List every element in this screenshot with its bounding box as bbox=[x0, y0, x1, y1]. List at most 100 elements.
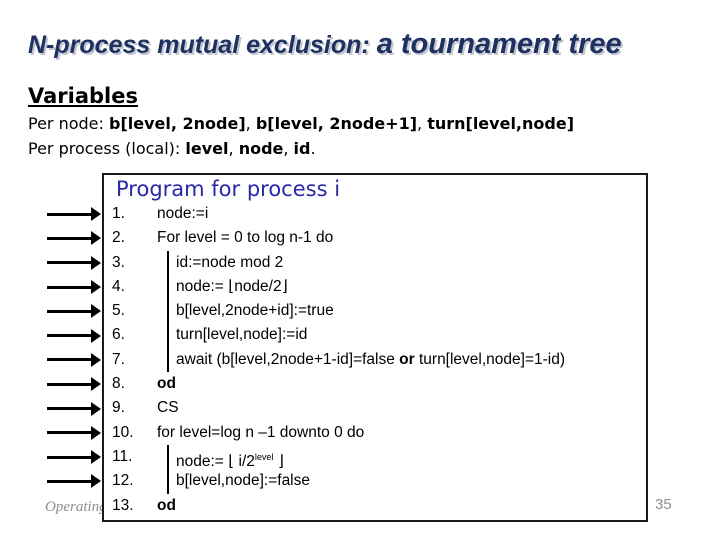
text-segment: ⌋ bbox=[273, 453, 284, 471]
arrow-head bbox=[91, 304, 101, 319]
text-segment: id bbox=[293, 139, 311, 158]
line-arrow-icon bbox=[47, 450, 101, 465]
code-line: 12. b[level,node]:=false bbox=[112, 469, 646, 494]
per-node-line: Per node: b[level, 2node], b[level, 2nod… bbox=[28, 114, 574, 133]
slide-title: N-process mutual exclusion: a tournament… bbox=[28, 24, 622, 61]
code-line: 13.od bbox=[112, 494, 646, 518]
code-line: 9. CS bbox=[112, 396, 646, 420]
text-segment: turn[level,node] bbox=[427, 114, 574, 133]
text-segment: level bbox=[254, 451, 274, 462]
page-number: 35 bbox=[655, 496, 672, 513]
code-line: 7. await (b[level,2node+1-id]=false or tu… bbox=[112, 347, 646, 373]
arrow-head bbox=[91, 425, 101, 440]
code-line-number: 4. bbox=[112, 277, 125, 295]
arrow-head bbox=[91, 280, 101, 295]
text-segment: await (b[level,2node+1-id]=false bbox=[176, 350, 400, 368]
code-line-text: For level = 0 to log n-1 do bbox=[157, 226, 333, 250]
code-line-number: 9. bbox=[112, 399, 125, 417]
text-segment: node:=i bbox=[157, 205, 209, 222]
code-line-text: node:=i bbox=[157, 202, 208, 226]
code-line: 8. od bbox=[112, 372, 646, 396]
line-arrow-icon bbox=[47, 255, 101, 270]
line-arrow-icon bbox=[47, 280, 101, 295]
code-line-text: b[level,node]:=false bbox=[167, 469, 310, 494]
arrow-shaft bbox=[47, 236, 92, 240]
code-line-number: 1. bbox=[112, 205, 125, 222]
arrow-head bbox=[91, 207, 101, 222]
code-line-text: turn[level,node]:=id bbox=[167, 323, 308, 348]
text-segment: , bbox=[228, 139, 239, 158]
arrow-shaft bbox=[47, 212, 92, 216]
code-line-number: 2. bbox=[112, 229, 125, 247]
line-arrow-icon bbox=[47, 377, 101, 392]
variables-heading: Variables bbox=[28, 84, 138, 108]
line-arrow-icon bbox=[47, 425, 101, 440]
code-line-text: for level=log n –1 downto 0 do bbox=[157, 421, 364, 445]
code-line-number: 3. bbox=[112, 253, 125, 271]
code-line: 5. b[level,2node+id]:=true bbox=[112, 299, 646, 324]
arrow-shaft bbox=[47, 479, 92, 483]
code-line: 2. For level = 0 to log n-1 do bbox=[112, 226, 646, 250]
text-segment: level bbox=[185, 139, 229, 158]
code-line-number: 8. bbox=[112, 375, 125, 393]
code-line: 3. id:=node mod 2 bbox=[112, 250, 646, 275]
text-segment: node bbox=[238, 139, 284, 158]
code-line-text: node:= ⌊ i/2level ⌋ bbox=[167, 444, 284, 471]
footer-text: Operating bbox=[45, 499, 107, 515]
arrow-shaft bbox=[47, 407, 92, 411]
arrow-shaft bbox=[47, 309, 92, 313]
text-segment: b[level, 2node+1] bbox=[255, 114, 418, 133]
arrow-head bbox=[91, 474, 101, 489]
arrow-head bbox=[91, 401, 101, 416]
code-line: 6. turn[level,node]:=id bbox=[112, 323, 646, 348]
code-line: 10.for level=log n –1 downto 0 do bbox=[112, 421, 646, 445]
text-segment: turn[level,node]=1-id) bbox=[414, 350, 566, 368]
text-segment: Per node: bbox=[28, 114, 109, 133]
text-segment: . bbox=[310, 139, 316, 158]
arrow-head bbox=[91, 352, 101, 367]
code-line-number: 12. bbox=[112, 472, 134, 490]
arrow-shaft bbox=[47, 358, 92, 362]
text-segment: id:=node mod 2 bbox=[176, 253, 284, 271]
text-segment: or bbox=[399, 350, 415, 368]
text-segment: turn[level,node]:=id bbox=[176, 326, 308, 344]
text-segment: Per process (local): bbox=[28, 139, 186, 158]
arrow-head bbox=[91, 328, 101, 343]
code-line-number: 6. bbox=[112, 326, 125, 344]
text-segment: od bbox=[157, 375, 176, 393]
per-process-line: Per process (local): level, node, id. bbox=[28, 139, 316, 158]
code-line-number: 11. bbox=[112, 447, 133, 465]
text-segment: b[level,2node+id]:=true bbox=[176, 302, 334, 320]
code-line: 4. node:= ⌊node/2⌋ bbox=[112, 274, 646, 300]
arrow-head bbox=[91, 450, 101, 465]
code-line-text: node:= ⌊node/2⌋ bbox=[167, 274, 288, 300]
text-segment: node:= ⌊ i/2 bbox=[176, 453, 255, 471]
code-line-text: b[level,2node+id]:=true bbox=[167, 299, 334, 324]
code-line-text: await (b[level,2node+1-id]=false or turn… bbox=[167, 347, 566, 373]
code-line-text: id:=node mod 2 bbox=[167, 250, 284, 275]
text-segment: , bbox=[245, 114, 256, 133]
code-line-text: od bbox=[157, 372, 176, 396]
text-segment: od bbox=[157, 496, 176, 514]
line-arrow-icon bbox=[47, 352, 101, 367]
text-segment: , bbox=[417, 114, 428, 133]
code-line-number: 7. bbox=[112, 350, 125, 368]
code-line-text: CS bbox=[157, 396, 179, 420]
code-line: 11. node:= ⌊ i/2level ⌋ bbox=[112, 444, 646, 471]
line-arrow-icon bbox=[47, 231, 101, 246]
arrow-shaft bbox=[47, 382, 92, 386]
arrow-shaft bbox=[47, 261, 92, 265]
text-segment: , bbox=[283, 139, 294, 158]
code-line-text: od bbox=[157, 494, 176, 518]
text-segment: b[level,node]:=false bbox=[176, 472, 310, 490]
text-segment: b[level, 2node] bbox=[109, 114, 246, 133]
arrow-head bbox=[91, 377, 101, 392]
arrow-shaft bbox=[47, 334, 92, 338]
text-segment: for level=log n –1 downto 0 do bbox=[157, 423, 365, 441]
text-segment: CS bbox=[157, 399, 179, 417]
slide-title-part1: N-process mutual exclusion: bbox=[28, 31, 377, 59]
code-line-number: 5. bbox=[112, 302, 125, 320]
